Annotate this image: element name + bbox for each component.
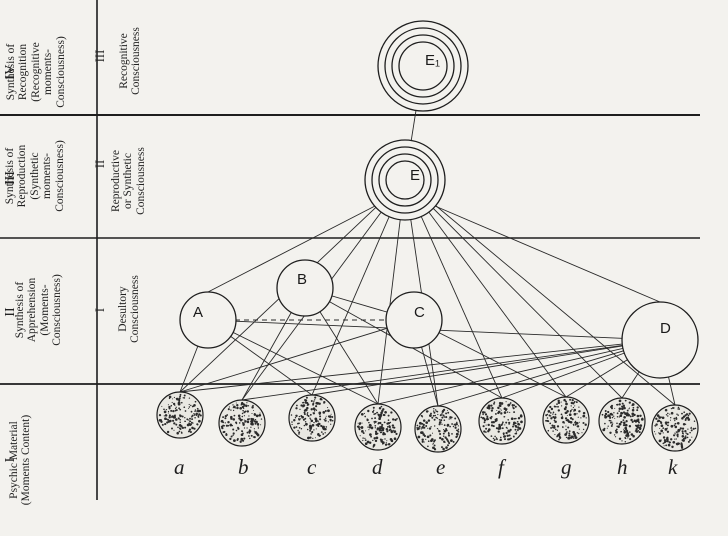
material-circle-b <box>218 399 266 447</box>
material-letter-h: h <box>617 455 628 479</box>
link-e-a <box>207 205 376 293</box>
node-label-a: A <box>193 304 204 321</box>
material-circle-d <box>354 403 402 451</box>
node-label-e1: E₁ <box>425 52 441 69</box>
material-circle-k <box>651 404 699 452</box>
node-e1-ring-3 <box>391 34 455 98</box>
link-d-d <box>377 339 661 405</box>
level-text-desultory: Desultory Consciousness <box>117 275 142 343</box>
link-d-a <box>179 339 661 393</box>
level-text-recognitive: Recognitive Consciousness <box>118 27 143 95</box>
material-circle-g <box>542 396 590 444</box>
stage-title-iii: Synthesis of Reproduction (Synthetic mom… <box>4 140 66 212</box>
link-e-h <box>404 179 623 399</box>
link-d-b <box>241 339 661 401</box>
stage-title-iv: Synthesis of Recognition (Recognitive mo… <box>5 36 67 108</box>
material-letter-g: g <box>561 455 572 479</box>
node-e-ring-2 <box>371 146 439 214</box>
material-circle-h <box>598 397 646 445</box>
node-d <box>621 301 699 379</box>
link-e-k <box>404 179 676 406</box>
material-circle-f <box>478 397 526 445</box>
link-e-g <box>404 179 567 398</box>
node-label-e: E <box>410 167 421 184</box>
link-e-d <box>434 205 661 303</box>
level-numeral-iii: III <box>93 49 107 63</box>
stage-title-i: Psychic Material (Moments Content) <box>8 414 33 506</box>
material-letter-k: k <box>668 455 678 479</box>
material-letter-a: a <box>174 455 185 479</box>
stage-title-ii: Synthesis of Apprehension (Moments- Cons… <box>14 274 64 346</box>
material-letter-c: c <box>307 455 317 479</box>
node-e1-ring-4 <box>398 41 448 91</box>
node-e1-ring-2 <box>384 27 462 105</box>
node-label-c: C <box>414 304 425 321</box>
link-c-a <box>179 319 415 393</box>
node-e-ring-1 <box>364 139 446 221</box>
material-letter-f: f <box>498 455 504 479</box>
material-letter-e: e <box>436 455 446 479</box>
level-text-reproductive: Reproductive or Synthetic Consciousness <box>110 147 147 215</box>
material-letter-b: b <box>238 455 249 479</box>
node-c <box>385 291 443 349</box>
material-circle-a <box>156 391 204 439</box>
material-letter-d: d <box>372 455 383 479</box>
material-circle-c <box>288 394 336 442</box>
level-numeral-i: I <box>93 307 107 313</box>
material-circle-e <box>414 405 462 453</box>
node-e-ring-3 <box>378 153 432 207</box>
link-d-c <box>311 339 661 396</box>
node-b <box>276 259 334 317</box>
node-a <box>179 291 237 349</box>
node-label-d: D <box>660 320 671 337</box>
node-e-ring-4 <box>385 160 425 200</box>
link-a-d <box>207 319 379 405</box>
node-label-b: B <box>297 271 308 288</box>
node-e1-ring-1 <box>377 20 469 112</box>
